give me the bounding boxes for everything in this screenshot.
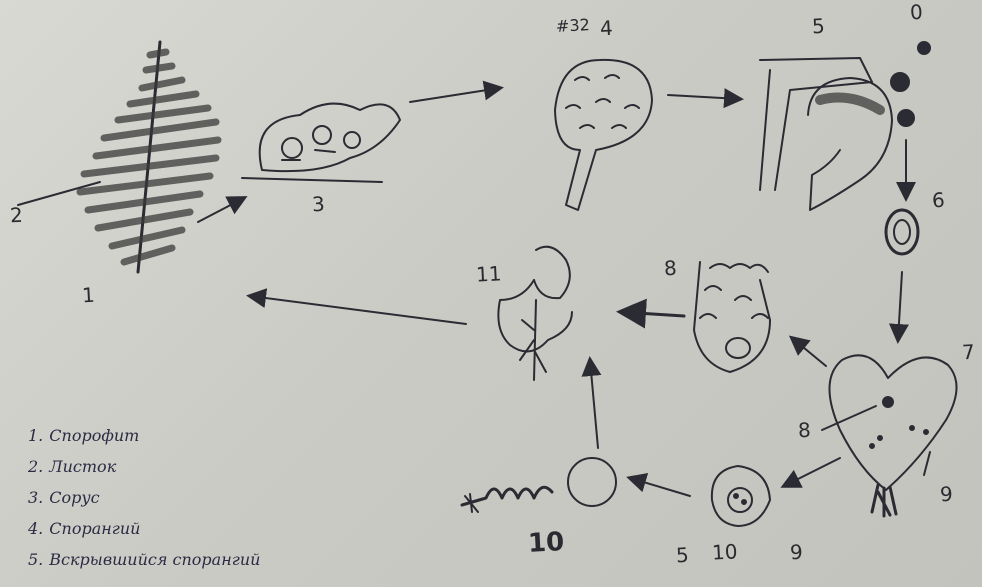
label-line-9: [924, 452, 930, 475]
antheridium-sketch: [712, 466, 770, 526]
opened-sporangium-sketch: [760, 42, 930, 210]
label-8-prothallus: 8: [797, 418, 811, 443]
legend-number: 5.: [28, 544, 43, 575]
sorus-sketch: [242, 104, 400, 182]
label-3: 3: [311, 192, 325, 217]
arrow-to-prothallus: [898, 272, 902, 340]
spermatozoid-sketch: [462, 458, 616, 512]
archegonium-sketch: [694, 262, 770, 372]
label-7: 7: [961, 340, 975, 365]
label-4: 4: [599, 16, 613, 41]
label-9-antheridium: 9: [789, 540, 803, 565]
prothallus-sketch: [829, 355, 956, 516]
arrow-to-archegonium: [792, 338, 826, 366]
label-5-bottom: 5: [675, 543, 689, 568]
arrow-to-antheridium: [784, 458, 840, 486]
legend-text: Спорангий: [49, 513, 140, 544]
label-6-top: 0: [909, 0, 923, 24]
legend-text: Вскрывшийся спорангий: [49, 544, 260, 575]
legend: 1.Спорофит 2.Листок 3.Сорус 4.Спорангий …: [28, 420, 388, 575]
label-2: 2: [9, 203, 23, 228]
arrow-sorus-to-sporangium: [410, 88, 500, 102]
legend-number: 4.: [28, 513, 43, 544]
sporangium-sketch: [555, 60, 652, 210]
label-10-bottom: 10: [711, 539, 738, 564]
arrow-sperm-to-fertilization: [590, 360, 598, 448]
legend-item: 5.Вскрывшийся спорангий: [28, 544, 388, 575]
label-line-8: [822, 406, 876, 430]
label-6: 6: [931, 188, 945, 213]
legend-item: 3.Сорус: [28, 482, 388, 513]
arrow-archegonium-to-sporeling: [622, 312, 684, 316]
label-5: 5: [811, 14, 825, 39]
arrow-sporangium-to-opened: [668, 95, 740, 99]
arrow-frond-to-sorus: [198, 198, 244, 222]
arrow-sporeling-to-frond: [250, 296, 466, 324]
label-4-prefix: #32: [556, 15, 591, 36]
legend-number: 2.: [28, 451, 43, 482]
label-1: 1: [81, 283, 95, 308]
young-sporophyte-sketch: [498, 247, 572, 380]
legend-text: Спорофит: [49, 420, 139, 451]
legend-item: 2.Листок: [28, 451, 388, 482]
label-9-prothallus: 9: [939, 482, 953, 507]
legend-item: 1.Спорофит: [28, 420, 388, 451]
legend-item: 4.Спорангий: [28, 513, 388, 544]
legend-text: Сорус: [49, 482, 99, 513]
legend-number: 3.: [28, 482, 43, 513]
legend-text: Листок: [49, 451, 116, 482]
legend-number: 1.: [28, 420, 43, 451]
label-8-archegonium: 8: [663, 256, 677, 281]
label-10: 10: [527, 527, 565, 559]
spore-sketch: [886, 210, 918, 254]
arrow-antheridium-to-sperm: [630, 478, 690, 496]
fern-frond-sketch: [80, 42, 218, 272]
label-11: 11: [475, 261, 502, 286]
